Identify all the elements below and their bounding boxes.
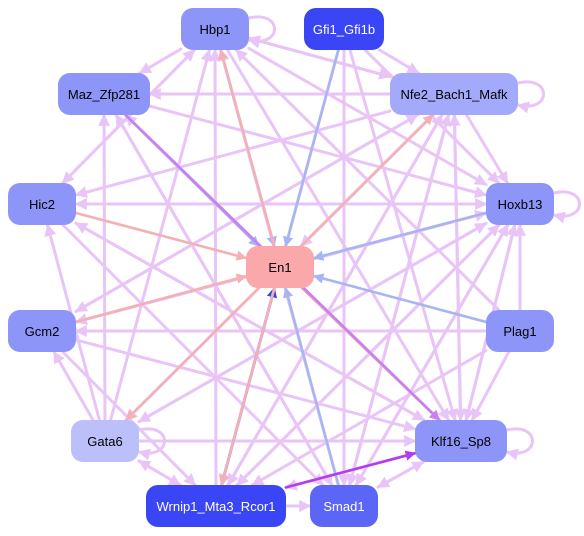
edge-en1-to-hbp1 [218,48,276,248]
edge-smad1-to-en1 [283,286,340,487]
node-label: Klf16_Sp8 [431,433,491,449]
edge-smad1-to-maz [114,113,334,487]
node-label: Hbp1 [199,21,231,37]
edge-hbp1-to-klf16 [226,48,450,422]
edge-en1-to-wrnip1 [219,286,276,487]
self-loop-hoxb13 [552,190,581,224]
edge-gfi1-to-nfe2 [378,48,420,75]
node-gata6[interactable]: Gata6 [71,420,139,462]
node-gcm2[interactable]: Gcm2 [8,310,76,352]
node-label: Nfe2_Bach1_Mafk [400,86,508,102]
edge-hic2-to-en1 [74,211,248,261]
edge-hoxb13-to-wrnip1 [235,223,501,487]
edge-gata6-to-maz [98,113,111,422]
node-nfe2-bach1-mafk[interactable]: Nfe2_Bach1_Mafk [390,73,518,115]
node-klf16-sp8[interactable]: Klf16_Sp8 [415,420,507,462]
edge-nfe2-to-hic2 [74,109,392,198]
edge-wrnip1-to-gata6 [137,459,182,487]
node-maz-zfp281[interactable]: Maz_Zfp281 [58,73,150,115]
node-smad1[interactable]: Smad1 [310,485,378,527]
node-label: Gfi1_Gfi1b [312,21,376,37]
edge-gfi1-to-en1 [283,48,340,248]
node-label: Wrnip1_Mta3_Rcor1 [156,498,276,514]
edge-smad1-to-klf16 [376,460,425,489]
node-label: Smad1 [323,498,365,514]
edge-hbp1-to-maz [138,47,183,75]
node-label: Plag1 [503,323,537,339]
edge-gcm2-to-klf16 [74,338,417,432]
node-label: Gcm2 [24,323,60,339]
edge-hoxb13-to-gata6 [137,221,488,424]
edge-wrnip1-to-klf16 [284,450,417,489]
node-hic2[interactable]: Hic2 [8,183,76,225]
self-loop-klf16 [505,427,534,461]
node-label: Gata6 [87,433,123,449]
edge-en1-to-nfe2 [299,113,435,248]
node-label: Hic2 [28,196,55,212]
self-loop-hbp1 [247,15,276,49]
node-label: En1 [268,259,292,275]
node-en1[interactable]: En1 [246,246,314,288]
node-gfi1-gfi1b[interactable]: Gfi1_Gfi1b [304,8,384,50]
edge-klf16-to-hic2 [74,221,426,422]
edge-plag1-to-wrnip1 [250,349,488,487]
node-hbp1[interactable]: Hbp1 [181,8,249,50]
edge-wrnip1-to-hbp1 [209,48,222,487]
self-loop-gata6 [137,427,166,461]
node-wrnip1-mta3-rcor1[interactable]: Wrnip1_Mta3_Rcor1 [146,485,286,527]
edge-gcm2-to-en1 [74,273,248,324]
node-label: Maz_Zfp281 [67,86,141,102]
edge-plag1-to-en1 [312,273,488,324]
edge-wrnip1-to-nfe2 [226,113,444,487]
node-plag1[interactable]: Plag1 [486,310,554,352]
edge-en1-to-gata6 [124,286,261,422]
edge-gcm2-to-nfe2 [74,113,419,313]
edge-gata6-to-gcm2 [52,350,95,422]
node-hoxb13[interactable]: Hoxb13 [486,183,554,225]
edge-hoxb13-to-en1 [312,211,488,261]
self-loop-nfe2 [516,80,545,114]
edge-nfe2-to-hoxb13 [465,113,509,185]
node-label: Hoxb13 [497,196,543,212]
edge-hoxb13-to-smad1 [354,223,510,487]
edge-nfe2-to-hbp1 [247,35,392,79]
edge-plag1-to-klf16 [470,350,511,422]
